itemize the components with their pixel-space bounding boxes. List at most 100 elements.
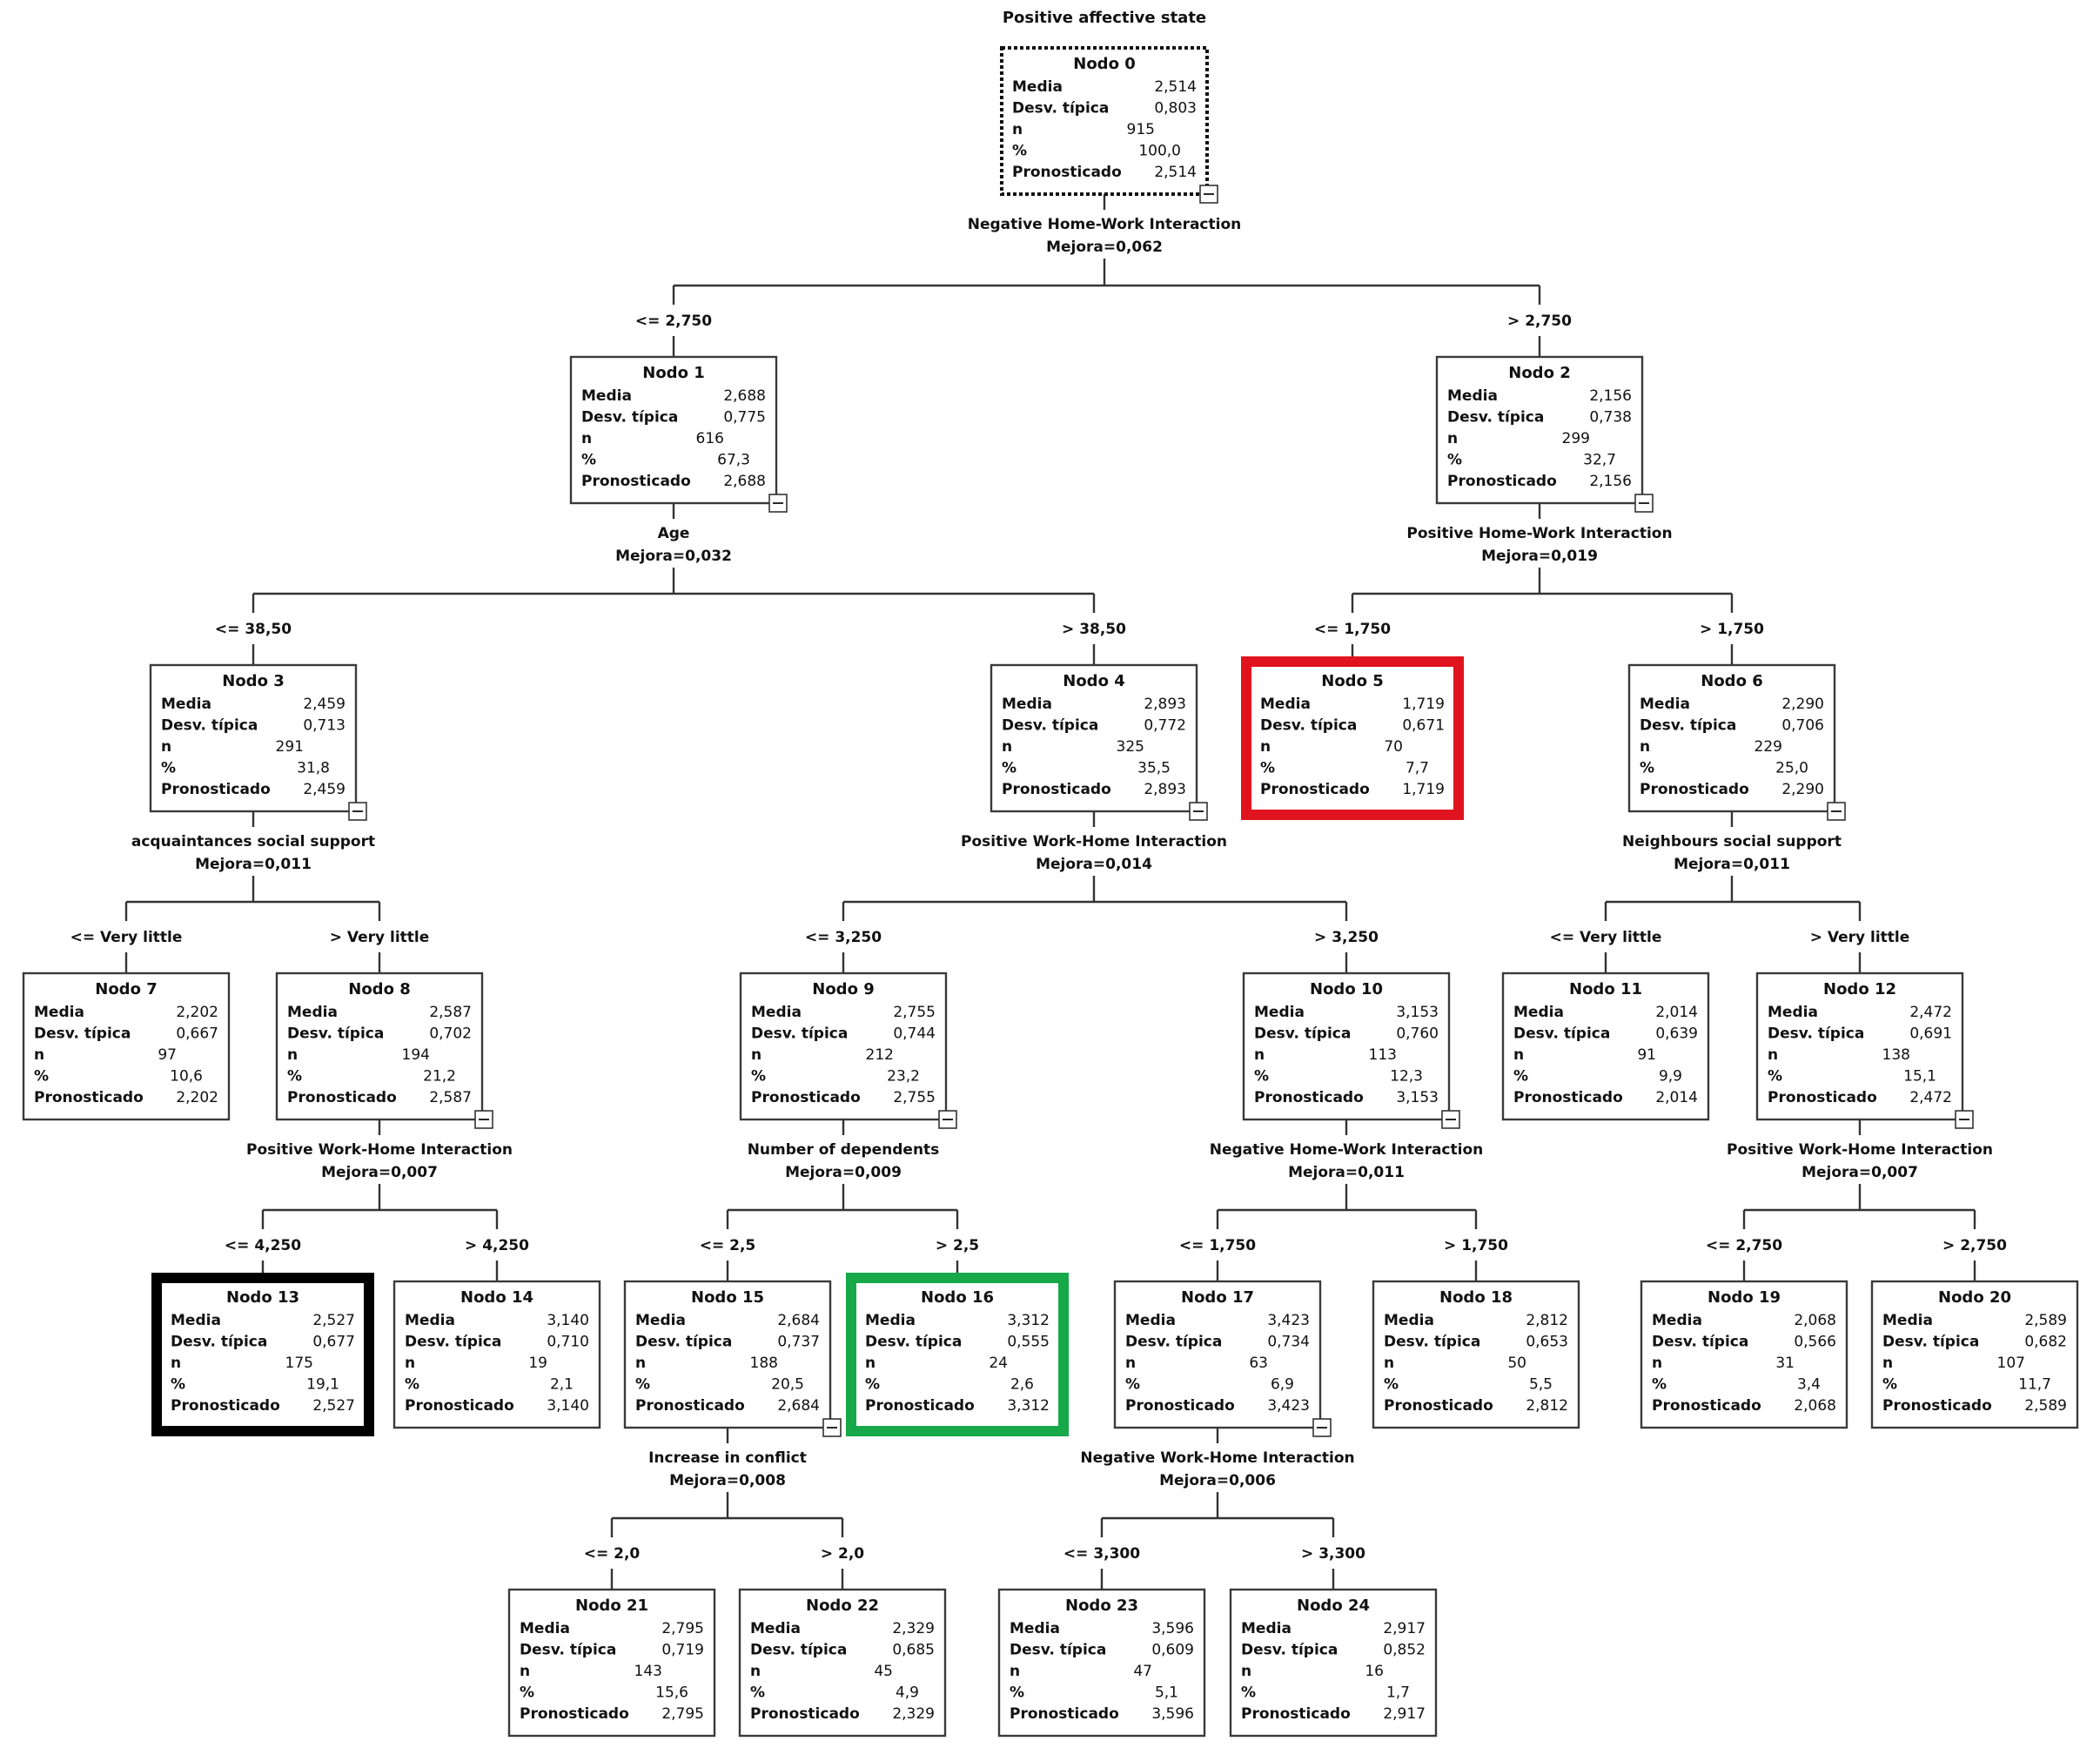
split-condition-label: > 2,5 [936,1237,979,1254]
node-box [1248,663,1457,813]
stat-value-pct: 23,2 [887,1068,920,1086]
stat-value-pron: 3,423 [1267,1397,1310,1415]
stat-label: % [520,1684,534,1702]
node-highlight-black [151,1273,374,1436]
stat-value-pct: 9,9 [1659,1068,1682,1086]
split-improvement-label: Mejora=0,007 [321,1164,438,1181]
node-title: Nodo 21 [575,1597,648,1615]
stat-value-pron: 3,140 [547,1397,589,1415]
split-condition-label: > 2,0 [821,1545,864,1563]
stat-label: n [635,1355,646,1372]
node-title: Nodo 0 [1073,55,1135,73]
stat-label: % [1768,1068,1782,1086]
collapse-minus-icon [1441,1110,1460,1129]
stat-label: Pronosticado [34,1089,144,1106]
stat-label: % [1652,1376,1667,1394]
stat-label: Pronosticado [405,1397,514,1415]
stat-value-pron: 2,514 [1154,164,1197,181]
split-condition-label: > Very little [1810,929,1910,946]
stat-value-pron: 2,472 [1909,1089,1952,1106]
stat-label: Media [581,387,632,405]
stat-value-pron: 2,688 [723,473,766,490]
stat-label: % [1882,1376,1897,1394]
node-title: Nodo 9 [812,980,874,998]
node-box [149,663,358,813]
stat-value-desv: 0,685 [892,1642,935,1659]
stat-label: Media [1384,1312,1434,1329]
stat-value-pct: 25,0 [1775,760,1808,777]
stat-value-pct: 20,5 [771,1376,804,1394]
collapse-minus-icon [1189,802,1208,821]
stat-label: Pronosticado [1447,473,1557,490]
stat-value-n: 616 [696,430,724,447]
stat-value-pron: 1,719 [1402,781,1445,798]
stat-value-pct: 4,9 [896,1684,919,1702]
stat-value-n: 16 [1365,1663,1384,1680]
stat-label: n [520,1663,530,1680]
split-improvement-label: Mejora=0,011 [195,856,312,873]
stat-value-media: 2,917 [1383,1620,1426,1637]
node-title: Nodo 16 [921,1288,994,1307]
stat-value-pct: 15,6 [655,1684,688,1702]
stat-value-n: 113 [1369,1046,1397,1064]
stat-label: n [1260,738,1271,756]
stat-label: Desv. típica [1768,1025,1864,1043]
stat-value-desv: 0,671 [1402,717,1445,735]
split-variable-label: Number of dependents [748,1141,940,1159]
split-improvement-label: Mejora=0,032 [615,548,732,565]
stat-label: Desv. típica [1254,1025,1351,1043]
stat-value-pct: 31,8 [297,760,330,777]
split-variable-label: Neighbours social support [1622,833,1842,850]
node-box [1870,1280,2079,1429]
node-box [507,1588,716,1738]
stat-value-desv: 0,738 [1589,409,1632,427]
stat-label: Pronosticado [1125,1397,1235,1415]
node-highlight-red [1241,656,1464,820]
split-variable-label: Negative Home-Work Interaction [968,216,1242,233]
stat-value-n: 143 [634,1663,662,1680]
stat-value-n: 45 [874,1663,893,1680]
split-variable-label: Age [658,525,690,542]
stat-value-desv: 0,775 [723,409,766,427]
stat-value-pron: 2,290 [1781,781,1824,798]
stat-label: Pronosticado [1652,1397,1761,1415]
stat-value-media: 2,893 [1144,696,1186,713]
node-title: Nodo 2 [1508,364,1570,382]
stat-value-pct: 21,2 [423,1068,456,1086]
node-box [1113,1280,1322,1429]
stat-label: Media [405,1312,455,1329]
stat-label: Media [161,696,211,713]
stat-value-pron: 2,329 [892,1705,935,1723]
stat-label: Desv. típica [1513,1025,1610,1043]
collapse-minus-icon [768,494,788,513]
stat-label: n [287,1046,298,1064]
collapse-minus-icon [822,1418,842,1437]
collapse-minus-icon [938,1110,957,1129]
stat-label: Media [635,1312,686,1329]
stat-value-n: 194 [402,1046,430,1064]
node-title: Nodo 5 [1321,672,1383,690]
stat-value-pron: 3,153 [1396,1089,1439,1106]
stat-value-media: 2,688 [723,387,766,405]
stat-value-n: 19 [528,1355,547,1372]
stat-label: n [1768,1046,1778,1064]
stat-label: Pronosticado [865,1397,975,1415]
stat-value-n: 63 [1249,1355,1268,1372]
stat-label: Media [287,1004,338,1021]
split-condition-label: <= Very little [1550,929,1662,946]
stat-value-n: 229 [1754,738,1782,756]
split-variable-label: Positive Work-Home Interaction [246,1141,513,1159]
stat-label: Media [1640,696,1690,713]
stat-label: Media [1882,1312,1933,1329]
split-condition-label: > Very little [330,929,430,946]
split-improvement-label: Mejora=0,007 [1801,1164,1918,1181]
stat-label: Desv. típica [1384,1334,1480,1351]
stat-value-media: 2,812 [1526,1312,1568,1329]
stat-value-desv: 0,702 [429,1025,472,1043]
stat-label: Pronosticado [751,1089,861,1106]
